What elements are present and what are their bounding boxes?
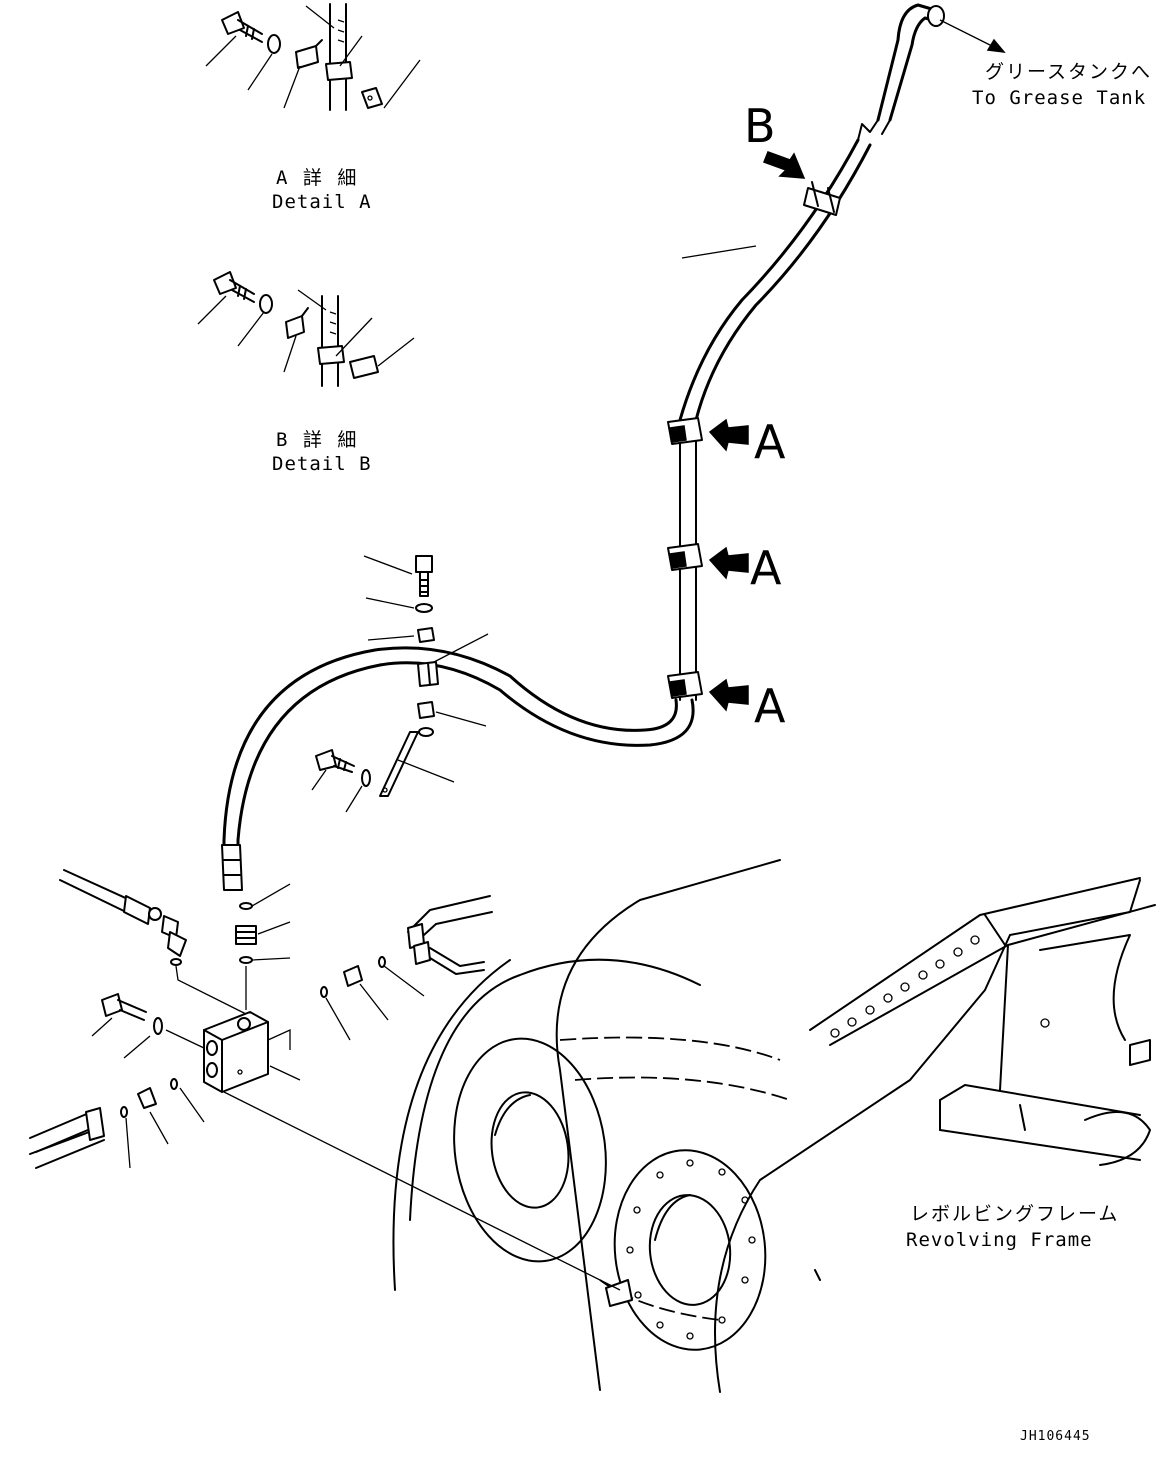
- labels: グリースタンクへ To Grease Tank A 詳 細 Detail A B…: [272, 61, 1152, 1444]
- view-letter-a-2: A: [750, 541, 782, 595]
- arrow-a-3: [708, 678, 749, 712]
- view-letter-a-3: A: [754, 679, 786, 733]
- arrow-b: [763, 151, 806, 179]
- clamp-a-2: [667, 543, 703, 571]
- detail-b-drawing: [197, 271, 415, 387]
- detail-a-label-en: Detail A: [272, 191, 372, 213]
- view-letter-b: B: [744, 99, 776, 153]
- detail-a-drawing: [205, 3, 421, 111]
- frame-bracket: [605, 1279, 633, 1307]
- frame-holes: [830, 935, 980, 1038]
- tank-fitting: [927, 5, 945, 27]
- grease-tank-label-jp: グリースタンクへ: [985, 61, 1152, 83]
- to-tank-arrow: [939, 19, 1006, 53]
- boss-right: [613, 1149, 767, 1351]
- clamp-a-3: [667, 671, 703, 699]
- drawing-code: JH106445: [1020, 1429, 1091, 1444]
- leader-hose: [681, 245, 757, 259]
- view-letter-a-1: A: [754, 415, 786, 469]
- revolving-frame-label-en: Revolving Frame: [906, 1229, 1093, 1251]
- grease-tank-label-en: To Grease Tank: [972, 87, 1146, 109]
- arrow-a-1: [708, 418, 749, 452]
- center-clamp-stack: [311, 555, 489, 813]
- arrow-a-2: [708, 546, 749, 580]
- clamp-b: [803, 181, 841, 216]
- detail-b-label-en: Detail B: [272, 453, 372, 475]
- detail-a-label-jp: A 詳 細: [276, 167, 358, 189]
- clamp-a-1: [667, 417, 703, 445]
- detail-b-label-jp: B 詳 細: [276, 429, 358, 451]
- hose-end: [221, 844, 243, 891]
- boss-left: [453, 1037, 607, 1263]
- grease-hose: [221, 3, 945, 891]
- revolving-frame-label-jp: レボルビングフレーム: [910, 1203, 1119, 1225]
- manifold-assembly: [29, 869, 621, 1291]
- revolving-frame: [392, 859, 1156, 1393]
